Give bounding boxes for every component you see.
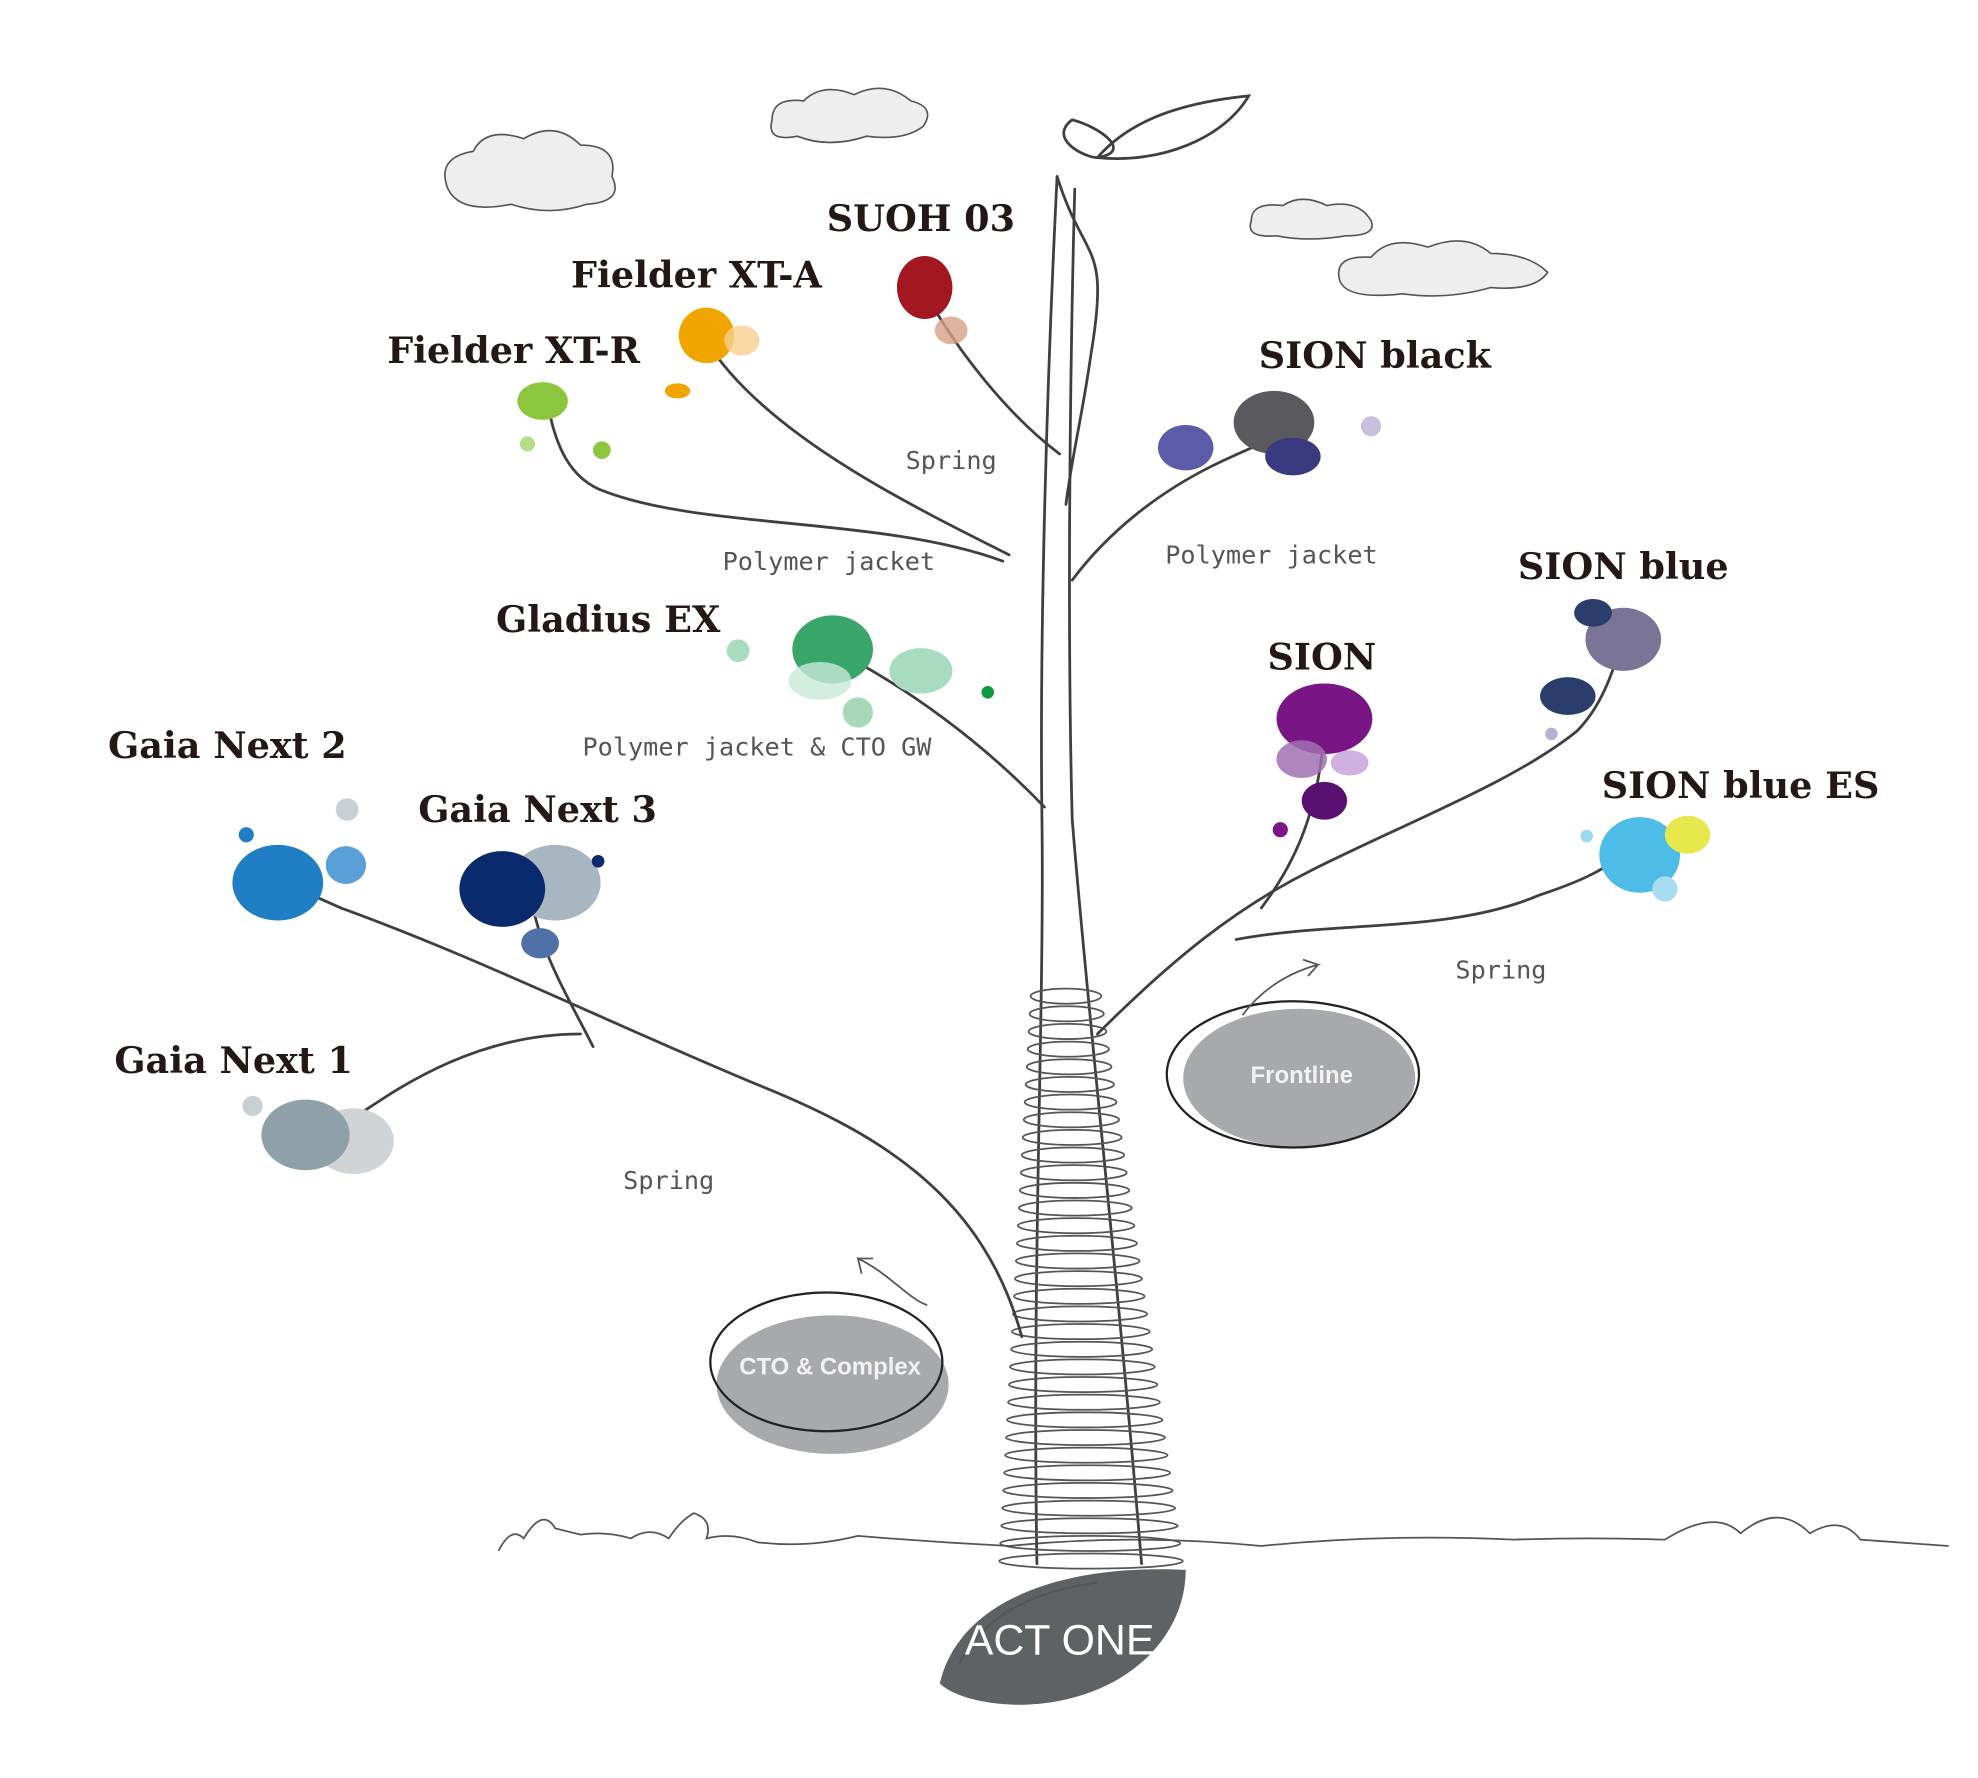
- trunk-coil: [1025, 1058, 1113, 1076]
- trunk-coil: [999, 1535, 1182, 1552]
- act-one-root: ACT ONE: [939, 1569, 1186, 1705]
- svg-text:Frontline: Frontline: [1251, 1062, 1353, 1089]
- trunk-coil: [1006, 1411, 1164, 1429]
- branch-label-polymer-jacket-cto-gw: Polymer jacket & CTO GW: [582, 732, 932, 761]
- trunk-coil: [1011, 1323, 1151, 1341]
- trunk-coil: [1022, 1111, 1120, 1129]
- trunk-coil: [998, 1552, 1184, 1570]
- blob-gaia-next-2: [232, 844, 324, 921]
- cloud-icon: [444, 129, 616, 212]
- product-label-fielder-xt-r: Fielder XT-R: [387, 329, 640, 372]
- trunk-coil: [1016, 1217, 1136, 1235]
- product-label-gaia-next-1: Gaia Next 1: [114, 1039, 353, 1082]
- blob-gaia-next-1: [261, 1099, 350, 1171]
- trunk-coil: [1018, 1181, 1131, 1199]
- cto-complex-bubble: CTO & Complex: [709, 1256, 949, 1454]
- branch-label-polymer-jacket: Polymer jacket: [723, 547, 935, 576]
- trunk-coil: [1014, 1270, 1143, 1288]
- blob-suoh-03: [896, 255, 953, 320]
- trunk-coil: [1002, 1482, 1174, 1499]
- trunk-coil: [1009, 1358, 1156, 1376]
- svg-text:CTO & Complex: CTO & Complex: [739, 1353, 921, 1380]
- product-label-gaia-next-3: Gaia Next 3: [418, 788, 657, 831]
- blob-gaia-next-3: [459, 851, 546, 927]
- cloud-icon: [770, 87, 929, 144]
- trunk-coil: [1005, 1429, 1166, 1446]
- trunk-coil: [1024, 1076, 1115, 1093]
- trunk-coil: [1023, 1093, 1118, 1111]
- trunk-coil: [1000, 1517, 1179, 1535]
- product-label-suoh-03: SUOH 03: [827, 197, 1015, 240]
- trunk-coil: [1027, 1023, 1108, 1040]
- trunk-coil: [1004, 1446, 1169, 1464]
- branch-label-polymer-jacket: Polymer jacket: [1165, 541, 1377, 570]
- trunk-coil: [1008, 1376, 1159, 1394]
- blob-sion: [1276, 683, 1373, 755]
- trunk-coil: [1017, 1199, 1133, 1217]
- product-label-gaia-next-2: Gaia Next 2: [108, 724, 347, 767]
- trunk-coil: [1003, 1464, 1171, 1482]
- trunk-coil: [1010, 1340, 1154, 1358]
- blob-fielder-xt-r: [517, 382, 568, 420]
- ground-line: [497, 1512, 1949, 1552]
- trunk-coil: [1015, 1234, 1138, 1252]
- trunk-coil: [1007, 1393, 1161, 1411]
- product-label-sion-blue: SION blue: [1518, 545, 1729, 588]
- trunk-coil: [1015, 1252, 1141, 1270]
- trunk-coil: [1019, 1164, 1128, 1182]
- product-label-fielder-xt-a: Fielder XT-A: [571, 254, 822, 297]
- frontline-bubble: Frontline: [1165, 958, 1421, 1149]
- trunk-coil: [1020, 1146, 1126, 1164]
- trunk-coil: [1026, 1040, 1110, 1058]
- tree-trunk: [998, 175, 1184, 1570]
- trunk-coil: [1012, 1305, 1149, 1323]
- trunk-coil: [1021, 1128, 1123, 1146]
- trunk-coil: [1013, 1287, 1146, 1305]
- product-label-gladius-ex: Gladius EX: [496, 598, 721, 641]
- branch-label-spring: Spring: [1455, 956, 1546, 985]
- branch-label-spring: Spring: [623, 1166, 714, 1195]
- branch-label-spring: Spring: [906, 446, 997, 475]
- blob-sion-blue-es: [1599, 817, 1681, 893]
- svg-text:ACT ONE: ACT ONE: [965, 1616, 1155, 1664]
- trunk-coil: [1029, 987, 1103, 1005]
- trunk-coil: [1028, 1005, 1105, 1023]
- product-blobs: [232, 255, 1711, 1174]
- product-label-sion: SION: [1268, 636, 1377, 679]
- product-label-sion-blue-es: SION blue ES: [1602, 764, 1880, 807]
- cloud-icon: [1249, 198, 1549, 297]
- blob-fielder-xt-a: [678, 307, 735, 364]
- trunk-coil: [1001, 1499, 1177, 1517]
- product-label-sion-black: SION black: [1259, 334, 1492, 377]
